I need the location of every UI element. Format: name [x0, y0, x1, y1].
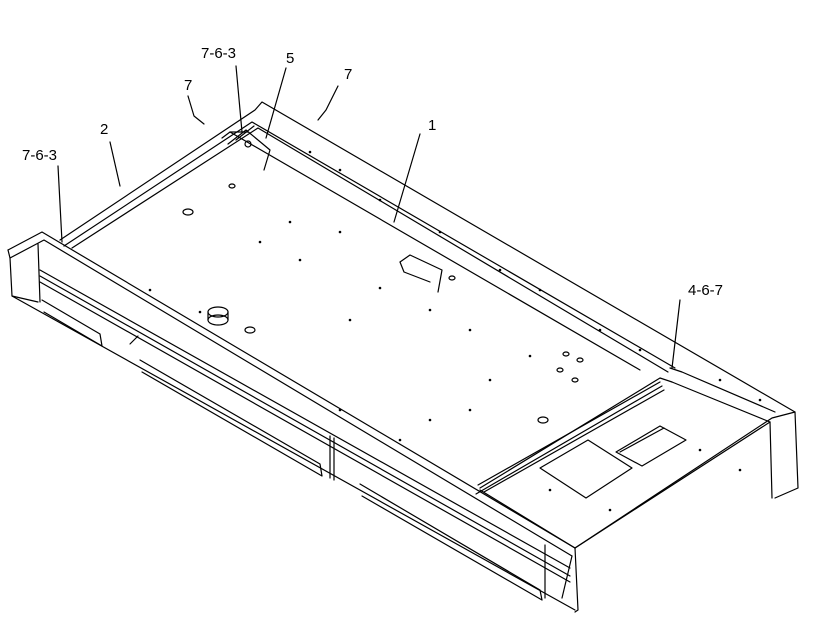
callout-7-left: 7 [184, 77, 193, 94]
front-panel-slots [42, 300, 542, 600]
callout-7-6-3-top: 7-6-3 [201, 45, 237, 62]
leader-lines [58, 66, 680, 368]
rivets [148, 150, 762, 512]
callout-1: 1 [428, 117, 437, 134]
callout-7-right: 7 [344, 66, 353, 83]
callout-2: 2 [100, 121, 109, 138]
tail-section [476, 368, 798, 548]
deck-panel [8, 102, 795, 612]
deck-fittings [183, 126, 583, 423]
callout-5: 5 [286, 50, 295, 67]
callout-4-6-7: 4-6-7 [688, 282, 724, 299]
callout-7-6-3-left: 7-6-3 [22, 147, 58, 164]
